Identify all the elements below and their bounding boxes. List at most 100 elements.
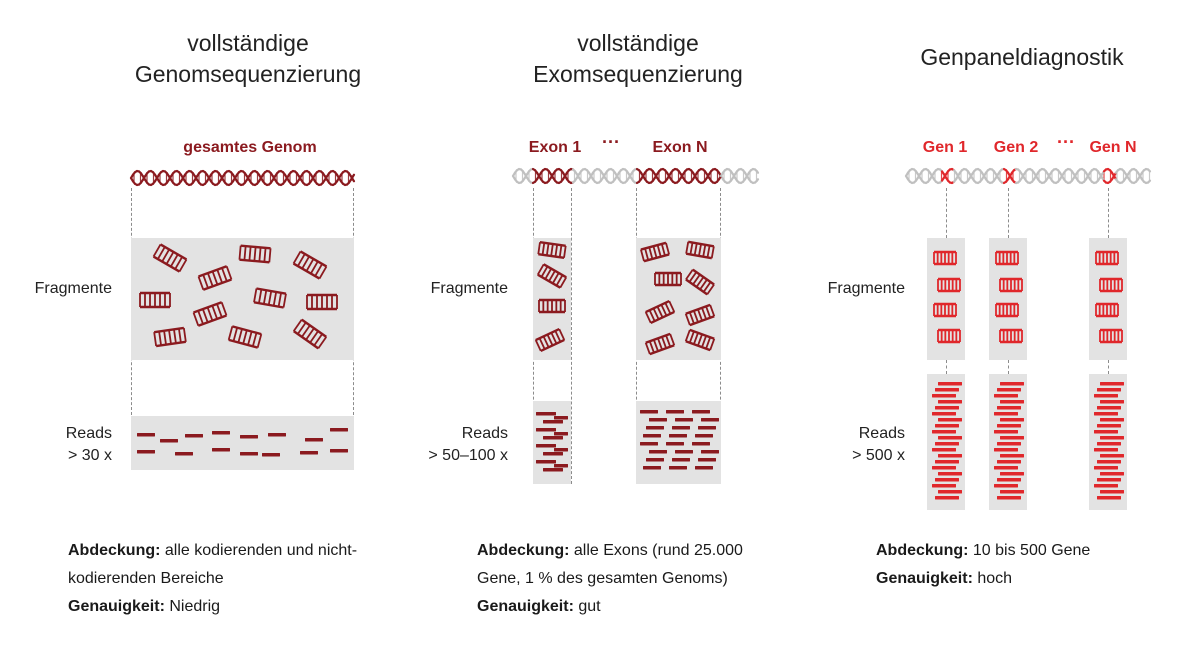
coverage-key: Abdeckung: (477, 542, 570, 559)
coverage-value: alle Exons (rund 25.000 Gene, 1 % des ge… (477, 542, 743, 587)
read-bar (997, 478, 1021, 482)
fragment-rung (648, 341, 655, 353)
guide-line (1008, 360, 1009, 374)
read-bar (649, 450, 667, 454)
fragment-rung (178, 328, 182, 343)
dna-fragment-icon (685, 268, 715, 296)
guide-line (946, 188, 947, 238)
read-bar (701, 418, 719, 422)
fragment-rung (692, 274, 701, 285)
dna-fragment-icon (537, 241, 567, 259)
read-bar (643, 466, 661, 470)
fragment-rung (689, 242, 694, 255)
label-exon-1: Exon 1 (528, 139, 582, 156)
fragment-rung (648, 309, 656, 322)
fragment-rung (317, 336, 328, 349)
dna-fragment-icon (1099, 328, 1123, 344)
fragment-rung (537, 242, 541, 255)
dna-fragment-icon (306, 293, 338, 311)
dna-fragment-icon (139, 291, 171, 309)
dna-fragment-icon (995, 250, 1019, 266)
fragment-rung (301, 255, 310, 270)
title-genome: vollständige Genomsequenzierung (134, 30, 362, 87)
fragment-rung (665, 242, 670, 255)
dna-fragment-icon (197, 265, 233, 291)
read-bar (666, 442, 684, 446)
dna-fragment-icon (654, 271, 682, 287)
reads-label-gene-panel: Reads > 500 x (852, 425, 905, 464)
dna-fragment-icon (536, 263, 568, 289)
fragment-rung (555, 274, 564, 286)
read-bar (938, 382, 962, 386)
fragment-rung (702, 244, 707, 257)
read-bar (1097, 406, 1121, 410)
read-bar (543, 468, 563, 472)
fragment-rung (693, 332, 699, 345)
read-bar (997, 460, 1021, 464)
read-bar (997, 496, 1021, 500)
read-bar (646, 458, 664, 462)
fragment-rung (664, 302, 672, 315)
fragment-rung (698, 243, 702, 257)
fragment-rung (685, 269, 694, 280)
fragment-rung (685, 241, 690, 254)
dna-fragment-icon (685, 240, 715, 260)
read-bar (935, 478, 959, 482)
read-bar (938, 400, 962, 404)
read-bar (1000, 490, 1024, 494)
fragment-rung (197, 276, 205, 291)
fragment-rung (551, 272, 560, 284)
fragment-rung (661, 336, 667, 349)
read-bar (938, 436, 962, 440)
read-bar (554, 464, 568, 468)
read-bar (692, 442, 710, 446)
fragment-rung (206, 307, 214, 321)
fragment-rung (207, 272, 214, 287)
read-bar (675, 418, 693, 422)
accuracy-value: gut (578, 598, 601, 615)
label-gene-n: Gen N (1089, 139, 1137, 156)
read-bar (666, 410, 684, 414)
read-bar (1000, 436, 1024, 440)
fragment-rung (158, 331, 162, 346)
fragment-rung (318, 265, 328, 280)
fragment-rung (247, 331, 253, 346)
read-bar (1100, 418, 1124, 422)
fragment-rung (292, 250, 302, 265)
coverage-key: Abdeckung: (68, 542, 161, 559)
dna-fragment-icon (684, 328, 716, 352)
read-bar (695, 434, 713, 438)
read-bar (640, 410, 658, 414)
fragment-rung (536, 263, 545, 276)
dna-fragment-icon (933, 250, 957, 266)
fragment-rung (541, 242, 546, 255)
dna-fragment-icon (253, 287, 287, 309)
read-bar (935, 388, 959, 392)
fragment-rung (693, 243, 698, 256)
read-bar (994, 466, 1018, 470)
read-bar (536, 444, 556, 448)
dna-helix-gene-panel (904, 167, 1152, 185)
fragment-rung (710, 246, 715, 259)
fragment-rung (256, 333, 263, 348)
dna-fragment-icon (1099, 277, 1123, 293)
read-bar (554, 416, 568, 420)
read-bar (1100, 436, 1124, 440)
read-bar (935, 406, 959, 410)
dna-fragment-icon (937, 328, 961, 344)
label-exon-n: Exon N (652, 139, 708, 156)
read-bar (938, 490, 962, 494)
fragment-rung (202, 308, 209, 323)
guide-line (946, 360, 947, 374)
read-bar (137, 450, 155, 454)
fragment-rung (262, 290, 268, 305)
title-exome: vollständige Exomsequenzierung (533, 30, 743, 87)
read-bar (935, 460, 959, 464)
fragment-rung (268, 248, 272, 263)
fragment-rung (305, 258, 315, 272)
guide-line (571, 188, 572, 484)
fragment-rung (170, 253, 179, 268)
fragment-rung (550, 243, 554, 257)
fragment-rung (688, 331, 695, 343)
read-bar (932, 484, 956, 488)
